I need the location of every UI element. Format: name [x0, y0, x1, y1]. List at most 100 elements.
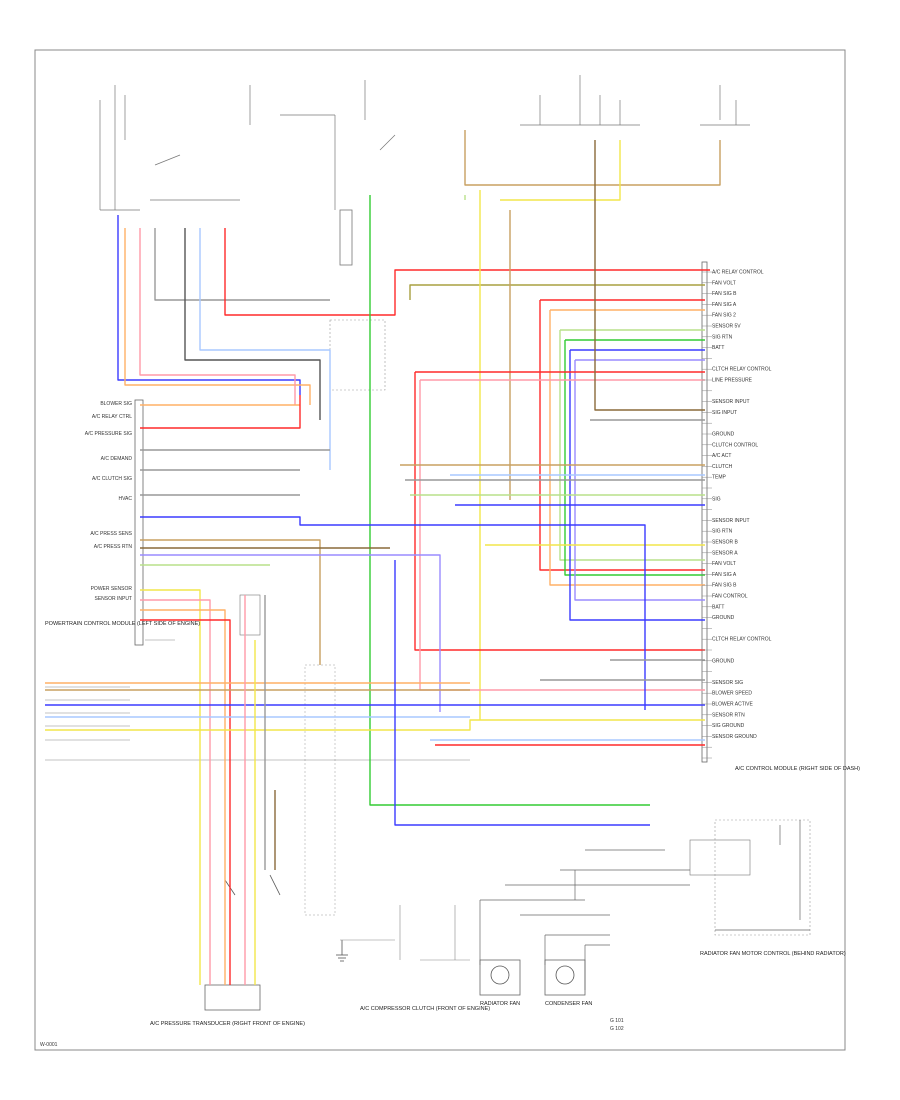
pins-layer: A/C RELAY CONTROL FAN VOLT FAN SIG B FAN SI…: [85, 270, 772, 759]
wire-pink-2: [139, 228, 296, 405]
wire-red-6: [224, 228, 710, 316]
module-pin-label: BLOWER ACTIVE: [712, 702, 754, 708]
wire-tan-44: [140, 539, 321, 665]
wire-green-21: [564, 340, 705, 576]
pressure-transducer-box: [204, 984, 261, 1011]
ground-legend-2: G 102: [610, 1026, 624, 1032]
module-pin-label: FAN SIG A: [712, 302, 737, 308]
module-pin-label: SENSOR INPUT: [712, 399, 750, 405]
right-fan-label: CONDENSER FAN: [545, 1001, 592, 1007]
module-pin-label: FAN CONTROL: [712, 594, 748, 600]
wire-olive-7: [409, 284, 705, 300]
pcm-pin-label: HVAC: [118, 496, 132, 502]
right-module-box: [714, 819, 811, 936]
module-pin-label: TEMP: [712, 475, 727, 481]
module-pin-label: A/C ACT: [712, 453, 731, 459]
module-pin-label: FAN SIG B: [712, 583, 737, 589]
wire-brown-30: [594, 140, 705, 411]
wire-black-4: [184, 228, 321, 420]
fan-control-wires: [479, 820, 810, 990]
module-pin-label: CLUTCH CONTROL: [712, 442, 758, 448]
relay-box-top: [339, 209, 353, 266]
module-pin-label: BATT: [712, 345, 724, 351]
module-pin-label: BATT: [712, 604, 724, 610]
module-pin-label: BLOWER SPEED: [712, 691, 752, 697]
module-pin-label: SENSOR INPUT: [712, 518, 750, 524]
wire-red-15: [539, 300, 705, 571]
bottom-connector-box: [304, 664, 336, 916]
module-pin-label: SIG GROUND: [712, 723, 745, 729]
module-pin-label: SENSOR SIG: [712, 680, 743, 686]
diagram-border: [34, 49, 846, 1051]
module-pin-label: FAN SIG A: [712, 572, 737, 578]
right-fan-box: [544, 959, 586, 996]
wire-green-8: [369, 195, 650, 806]
pcm-pin-label: A/C DEMAND: [101, 456, 133, 462]
ac-module-box: [701, 261, 708, 763]
ground-icon: [336, 940, 348, 962]
wire-lightblue-5: [199, 228, 331, 470]
module-pin-label: SIG RTN: [712, 529, 733, 535]
right-fan-motor-icon: [555, 965, 575, 985]
module-pin-label: A/C RELAY CONTROL: [712, 270, 764, 276]
module-pin-label: CLTCH RELAY CONTROL: [712, 637, 772, 643]
relay-box-mid: [329, 319, 386, 391]
module-pin-label: FAN VOLT: [712, 561, 736, 567]
module-pin-label: FAN VOLT: [712, 280, 736, 286]
module-pin-label: SENSOR 5V: [712, 324, 741, 330]
wire-red-51: [140, 619, 231, 985]
ground-icon-2: [224, 874, 281, 896]
wire-red-39: [140, 395, 301, 429]
wires-layer: [45, 130, 721, 985]
clutch-caption: A/C COMPRESSOR CLUTCH (FRONT OF ENGINE): [360, 1006, 490, 1012]
module-pin-label: SIG RTN: [712, 334, 733, 340]
fan-caption: RADIATOR FAN MOTOR CONTROL (BEHIND RADIA…: [700, 951, 846, 957]
wire-blue-43: [140, 516, 646, 710]
module-pin-label: SIG INPUT: [712, 410, 737, 416]
wire-blue-23: [569, 350, 705, 621]
pcm-caption: POWERTRAIN CONTROL MODULE (LEFT SIDE OF …: [45, 621, 200, 627]
wire-blue-0: [117, 215, 301, 395]
top-fuse-stubs: [99, 75, 750, 211]
wire-orange-1: [124, 228, 311, 405]
left-fan-label: RADIATOR FAN: [480, 1001, 520, 1007]
pcm-pin-label: POWER SENSOR: [91, 586, 133, 592]
module-pin-label: SIG: [712, 496, 721, 502]
module-pin-label: FAN SIG B: [712, 291, 737, 297]
wire-lightgreen-19: [559, 330, 705, 561]
pcm-pin-label: A/C CLUTCH SIG: [92, 476, 132, 482]
pcm-pin-label: A/C PRESSURE SIG: [85, 431, 132, 437]
module-pin-label: CLTCH RELAY CONTROL: [712, 367, 772, 373]
wire-violet-46: [140, 554, 441, 712]
pcm-area-wires: [45, 599, 470, 961]
wire-orange-17: [549, 310, 705, 586]
wire-yellow-56: [45, 719, 705, 731]
pressure-caption: A/C PRESSURE TRANSDUCER (RIGHT FRONT OF …: [150, 1021, 305, 1027]
module-pin-label: GROUND: [712, 658, 735, 664]
wire-tan-9: [464, 130, 721, 186]
module-pin-label: GROUND: [712, 432, 735, 438]
fan-control-box: [689, 839, 751, 876]
wire-pink-29: [419, 380, 705, 691]
wire-yellow-48: [140, 589, 201, 985]
wire-orange-50: [140, 609, 226, 985]
wire-blue-57: [394, 560, 650, 826]
module-pin-label: CLUTCH: [712, 464, 733, 470]
pcm-box: [134, 399, 144, 646]
module-pin-label: SENSOR B: [712, 540, 739, 546]
left-fan-box: [479, 959, 521, 996]
pcm-pin-label: A/C RELAY CTRL: [92, 414, 132, 420]
ground-legend-1: G 101: [610, 1018, 624, 1024]
pcm-pin-label: SENSOR INPUT: [94, 596, 132, 602]
wire-pink-49: [140, 599, 211, 985]
static-structure: [45, 75, 811, 1011]
pcm-connector-box: [239, 594, 261, 636]
module-pin-label: SENSOR A: [712, 550, 738, 556]
module-pin-label: SENSOR GROUND: [712, 734, 757, 740]
pcm-pin-label: BLOWER SIG: [100, 401, 132, 407]
module-caption: A/C CONTROL MODULE (RIGHT SIDE OF DASH): [735, 766, 860, 772]
wire-violet-25: [574, 360, 705, 601]
pcm-pin-label: A/C PRESS SENS: [90, 531, 132, 537]
module-pin-label: SENSOR RTN: [712, 712, 745, 718]
